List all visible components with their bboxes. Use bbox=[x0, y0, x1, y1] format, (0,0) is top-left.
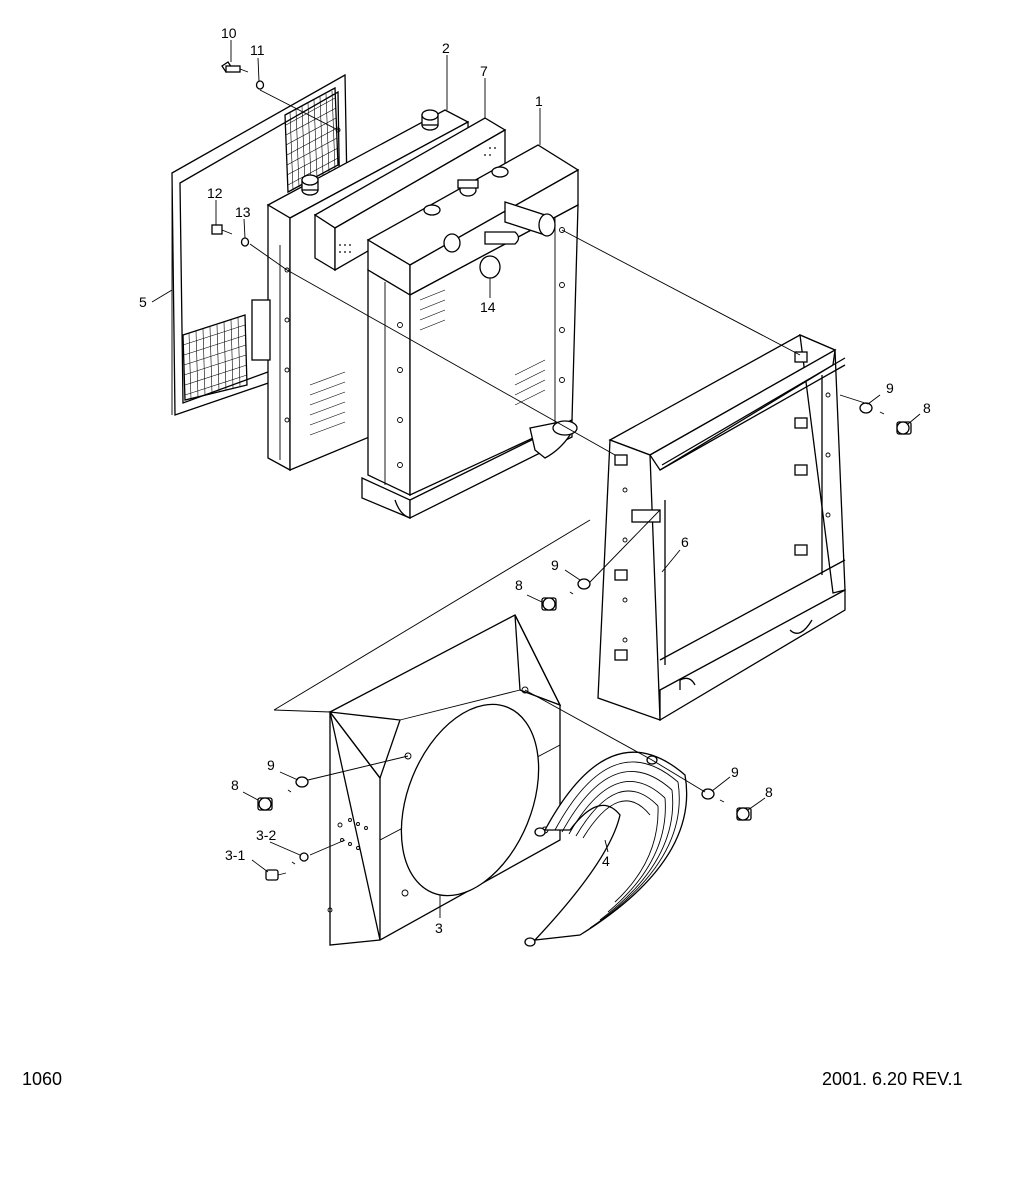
callout-8-frame-right: 8 bbox=[923, 400, 931, 416]
upper-mesh bbox=[284, 86, 339, 194]
assembly-lines bbox=[249, 89, 869, 856]
callout-labels: 10 11 2 7 1 12 13 14 5 9 8 6 9 8 9 8 3-2… bbox=[139, 25, 931, 936]
callout-13: 13 bbox=[235, 204, 251, 220]
callout-3-1: 3-1 bbox=[225, 847, 245, 863]
callout-3: 3 bbox=[435, 920, 443, 936]
callout-8-shroud-right: 8 bbox=[765, 784, 773, 800]
bolt bbox=[265, 869, 287, 881]
washer bbox=[295, 776, 309, 788]
callout-8-frame-left: 8 bbox=[515, 577, 523, 593]
callout-10: 10 bbox=[221, 25, 237, 41]
callout-14: 14 bbox=[480, 299, 496, 315]
hardware bbox=[211, 61, 912, 881]
callout-9-shroud-left: 9 bbox=[267, 757, 275, 773]
radiator bbox=[361, 144, 580, 520]
bolt bbox=[736, 807, 752, 821]
callout-9-frame-left: 9 bbox=[551, 557, 559, 573]
washer bbox=[577, 578, 591, 590]
washer bbox=[255, 80, 265, 90]
wing-bolt bbox=[221, 61, 249, 73]
washer bbox=[299, 852, 309, 862]
leader-lines bbox=[151, 40, 921, 918]
callout-6: 6 bbox=[681, 534, 689, 550]
bolt bbox=[896, 421, 912, 435]
radiator-fin-pattern bbox=[419, 289, 546, 406]
bolt bbox=[211, 224, 233, 235]
washer bbox=[240, 237, 250, 247]
callout-12: 12 bbox=[207, 185, 223, 201]
radiator-cap bbox=[457, 179, 479, 197]
fan-guard bbox=[524, 751, 688, 947]
page-number: 1060 bbox=[22, 1069, 63, 1089]
fan-shroud bbox=[327, 614, 562, 946]
callout-8-shroud-left: 8 bbox=[231, 777, 239, 793]
lower-mesh bbox=[182, 314, 248, 401]
bolt bbox=[257, 797, 273, 811]
callout-1: 1 bbox=[535, 93, 543, 109]
callout-4: 4 bbox=[602, 853, 610, 869]
washer bbox=[859, 402, 873, 414]
callout-9-frame-right: 9 bbox=[886, 380, 894, 396]
oil-cooler-fin-pattern bbox=[309, 371, 346, 436]
callout-7: 7 bbox=[480, 63, 488, 79]
callout-5: 5 bbox=[139, 294, 147, 310]
callout-3-2: 3-2 bbox=[256, 827, 276, 843]
bolt bbox=[541, 597, 557, 611]
callout-2: 2 bbox=[442, 40, 450, 56]
revision-date: 2001. 6.20 REV.1 bbox=[822, 1069, 963, 1089]
support-frame bbox=[597, 333, 846, 722]
callout-11: 11 bbox=[250, 42, 265, 58]
callout-9-shroud-right: 9 bbox=[731, 764, 739, 780]
intercooler-dot-pattern bbox=[339, 147, 496, 253]
